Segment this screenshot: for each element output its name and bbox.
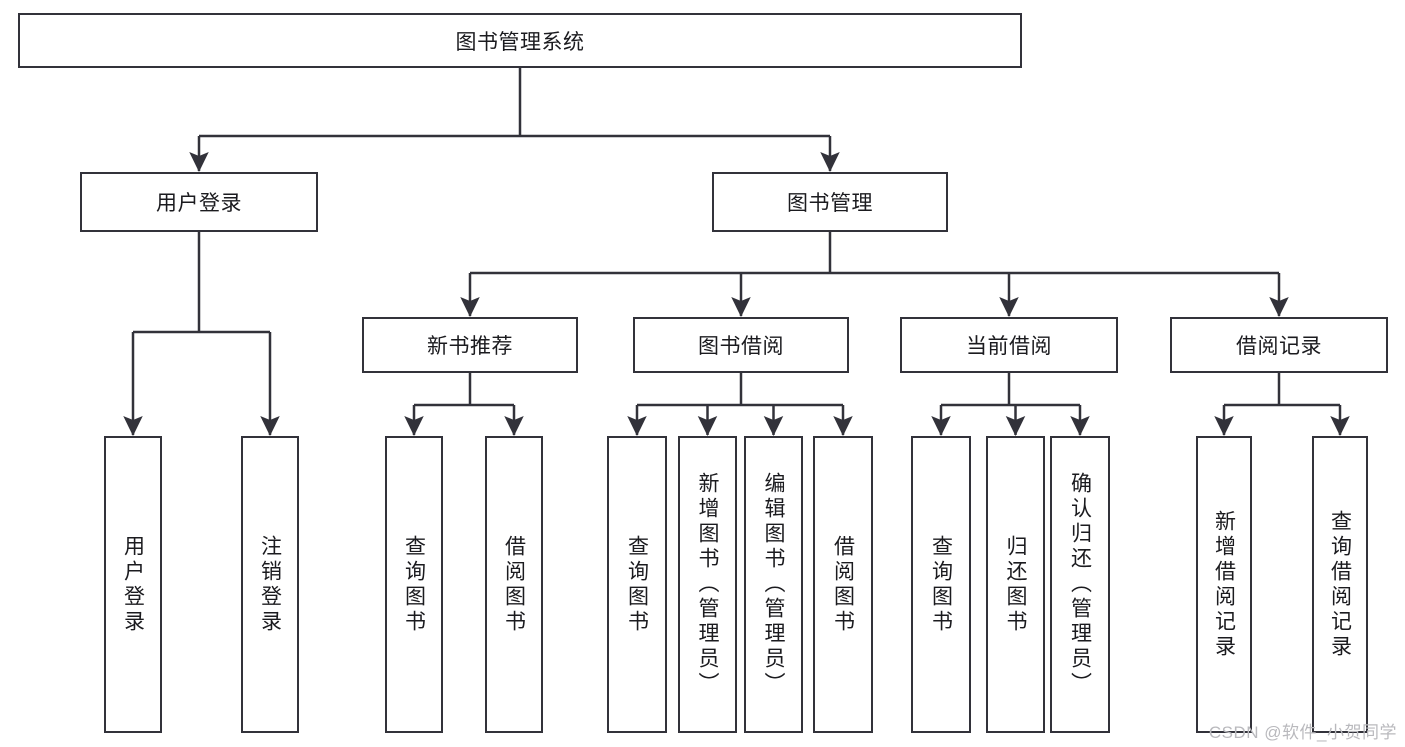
node-label: 图书管理系统 [455,30,585,54]
node-label: 借阅记录 [1236,335,1322,358]
node-leaf-8[interactable]: 借阅图书 [813,436,873,733]
node-leaf-5[interactable]: 查询图书 [607,436,667,733]
node-label: 查询图书 [625,534,649,635]
node-label: 新增借阅记录 [1212,509,1236,660]
node-leaf-1[interactable]: 用户登录 [104,436,162,733]
node-label: 新书推荐 [427,335,513,358]
node-bookmgmt[interactable]: 图书管理 [712,172,948,232]
node-newbook[interactable]: 新书推荐 [362,317,578,373]
node-label: 借阅图书 [502,534,526,635]
node-label: 用户登录 [121,534,145,635]
connector-lines [123,68,1350,437]
node-label: 新增图书（管理员） [696,472,719,697]
node-label: 借阅图书 [831,534,855,635]
node-records[interactable]: 借阅记录 [1170,317,1388,373]
node-root[interactable]: 图书管理系统 [18,13,1022,68]
node-label: 确认归还（管理员） [1068,472,1092,697]
node-label: 查询图书 [402,534,426,635]
node-login[interactable]: 用户登录 [80,172,318,232]
node-borrow[interactable]: 图书借阅 [633,317,849,373]
node-leaf-2[interactable]: 注销登录 [241,436,299,733]
watermark-text: CSDN @软件_小贺同学 [1208,723,1397,742]
node-leaf-3[interactable]: 查询图书 [385,436,443,733]
node-leaf-6[interactable]: 新增图书（管理员） [678,436,737,733]
node-leaf-13[interactable]: 查询借阅记录 [1312,436,1368,733]
node-label: 编辑图书（管理员） [762,472,785,697]
node-label: 图书借阅 [698,335,784,358]
node-label: 当前借阅 [966,335,1052,358]
node-label: 查询借阅记录 [1328,509,1352,660]
node-leaf-7[interactable]: 编辑图书（管理员） [744,436,803,733]
node-label: 图书管理 [787,192,873,215]
node-leaf-9[interactable]: 查询图书 [911,436,971,733]
node-leaf-12[interactable]: 新增借阅记录 [1196,436,1252,733]
node-label: 查询图书 [929,534,953,635]
node-leaf-10[interactable]: 归还图书 [986,436,1045,733]
node-label: 注销登录 [258,534,282,635]
node-leaf-11[interactable]: 确认归还（管理员） [1050,436,1110,733]
node-label: 用户登录 [156,192,242,215]
node-current[interactable]: 当前借阅 [900,317,1118,373]
node-leaf-4[interactable]: 借阅图书 [485,436,543,733]
node-label: 归还图书 [1004,534,1027,635]
